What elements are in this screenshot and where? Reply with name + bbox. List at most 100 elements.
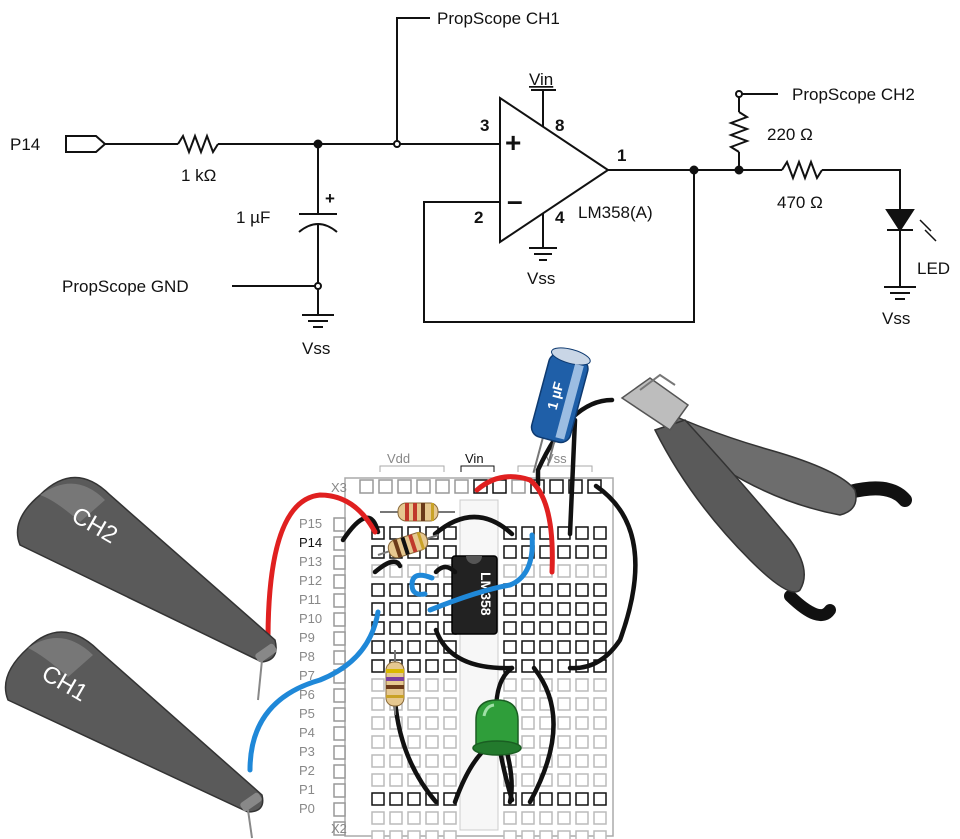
led-label: LED — [917, 259, 950, 278]
opamp-minus-sign: – — [507, 185, 523, 216]
breadboard-hole — [407, 697, 421, 711]
breadboard-hole — [425, 678, 439, 692]
breadboard-hole — [575, 735, 589, 749]
opamp-plus-sign: + — [505, 127, 521, 158]
power-header — [359, 479, 602, 494]
opamp-pin-8: 8 — [555, 116, 564, 135]
breadboard-hole — [593, 526, 607, 540]
breadboard-hole — [443, 735, 457, 749]
breadboard-hole — [425, 583, 439, 597]
breadboard-hole — [593, 602, 607, 616]
breadboard-hole — [425, 697, 439, 711]
breadboard-hole — [575, 621, 589, 635]
breadboard-hole — [557, 640, 571, 654]
probe-ch2: CH2 — [16, 476, 277, 701]
breadboard-hole — [389, 602, 403, 616]
breadboard-hole — [521, 697, 535, 711]
wire-black — [567, 417, 578, 537]
io-pin-socket — [333, 574, 346, 589]
breadboard-hole — [575, 545, 589, 559]
led-emission-arrows — [919, 219, 937, 242]
breadboard-hole — [575, 754, 589, 768]
breadboard-hole — [521, 602, 535, 616]
breadboard-hole — [425, 773, 439, 787]
header-socket — [435, 479, 450, 494]
breadboard-hole — [521, 716, 535, 730]
junction-dot — [689, 165, 699, 175]
resistor-470-body — [385, 650, 405, 715]
breadboard-hole — [443, 526, 457, 540]
breadboard-hole — [407, 678, 421, 692]
breadboard-hole — [521, 830, 535, 839]
breadboard-hole — [503, 621, 517, 635]
breadboard-hole — [503, 602, 517, 616]
breadboard-hole — [593, 735, 607, 749]
breadboard-hole — [371, 545, 385, 559]
breadboard-hole — [389, 830, 403, 839]
breadboard-hole — [389, 811, 403, 825]
breadboard-hole — [371, 773, 385, 787]
breadboard-hole — [575, 830, 589, 839]
board-resistors — [377, 502, 455, 715]
pin-label-p3: P3 — [299, 744, 315, 759]
io-pin-socket — [333, 612, 346, 627]
breadboard-hole — [557, 716, 571, 730]
breadboard-hole — [539, 792, 553, 806]
io-pin-socket — [333, 555, 346, 570]
io-pin-socket — [333, 802, 346, 817]
wire-black — [527, 665, 556, 805]
wire-blue-ch1 — [247, 609, 381, 773]
led-symbol — [885, 209, 915, 232]
resistor-220-label: 220 Ω — [767, 125, 813, 144]
breadboard-hole — [443, 545, 457, 559]
breadboard-hole — [521, 754, 535, 768]
breadboard-hole — [425, 830, 439, 839]
breadboard-hole — [521, 678, 535, 692]
breadboard-hole — [521, 659, 535, 673]
pin-label-p5: P5 — [299, 706, 315, 721]
header-x3-label: X3 — [331, 480, 347, 495]
breadboard-hole — [593, 621, 607, 635]
breadboard-hole — [539, 659, 553, 673]
breadboard-hole — [593, 640, 607, 654]
breadboard-hole — [575, 564, 589, 578]
io-pin-socket — [333, 783, 346, 798]
io-pin-socket — [333, 745, 346, 760]
breadboard-hole — [407, 830, 421, 839]
breadboard-hole — [371, 735, 385, 749]
resistor-1k-body — [377, 531, 439, 559]
colored-wires — [247, 474, 555, 773]
breadboard-hole — [539, 640, 553, 654]
breadboard-hole — [593, 716, 607, 730]
io-pin-socket — [333, 726, 346, 741]
breadboard-hole — [425, 754, 439, 768]
io-pin-socket — [333, 764, 346, 779]
opamp-pin-1: 1 — [617, 146, 626, 165]
schematic — [65, 17, 937, 328]
breadboard-hole — [443, 830, 457, 839]
pin-label-p4: P4 — [299, 725, 315, 740]
opamp-pin-2: 2 — [474, 208, 483, 227]
pin-label-p8: P8 — [299, 649, 315, 664]
ground-symbol — [302, 314, 334, 328]
breadboard-hole — [557, 583, 571, 597]
pin-label-p0: P0 — [299, 801, 315, 816]
breadboard-hole — [443, 678, 457, 692]
board-capacitor: 1 µF — [530, 347, 591, 473]
pin-label-p6: P6 — [299, 687, 315, 702]
breadboard-hole — [593, 583, 607, 597]
pin-label-p10: P10 — [299, 611, 322, 626]
breadboard-hole — [593, 697, 607, 711]
scope-gnd-node — [314, 282, 322, 290]
breadboard-hole — [407, 735, 421, 749]
breadboard-hole — [425, 716, 439, 730]
header-socket — [511, 479, 526, 494]
green-led — [472, 699, 522, 756]
breadboard-hole — [575, 716, 589, 730]
breadboard-hole — [503, 545, 517, 559]
breadboard-hole — [407, 792, 421, 806]
breadboard-hole — [557, 773, 571, 787]
breadboard-hole — [557, 792, 571, 806]
io-pin-socket — [333, 821, 346, 836]
